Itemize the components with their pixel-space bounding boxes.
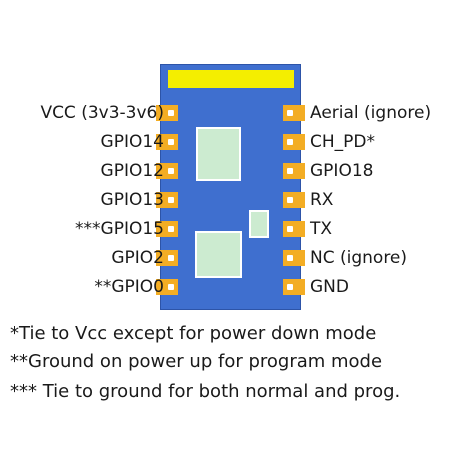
pad-left-6 [156,250,178,266]
flash-chip [195,231,242,278]
pad-right-5 [283,221,305,237]
pad-left-3 [156,163,178,179]
pin-label-nc: NC (ignore) [310,248,408,268]
pad-right-1 [283,105,305,121]
footnote-2: **Ground on power up for program mode [10,351,383,372]
pad-left-1 [156,105,178,121]
pad-left-2 [156,134,178,150]
pin-label-gnd: GND [310,277,349,297]
footnote-3: *** Tie to ground for both normal and pr… [10,381,401,402]
pin-label-aerial: Aerial (ignore) [310,103,432,123]
main-chip [196,127,241,181]
pad-left-7 [156,279,178,295]
pad-right-7 [283,279,305,295]
pad-left-5 [156,221,178,237]
pad-right-6 [283,250,305,266]
pad-left-4 [156,192,178,208]
pad-right-3 [283,163,305,179]
pin-label-gpio2: GPIO2 [111,248,164,268]
pin-label-vcc: VCC (3v3-3v6) [40,103,164,123]
pin-label-gpio14: GPIO14 [100,132,164,152]
pin-label-ch-pd: CH_PD* [310,132,375,152]
pin-label-gpio13: GPIO13 [100,190,164,210]
small-component [249,210,269,238]
antenna-strip [168,70,294,88]
pin-label-rx: RX [310,190,334,210]
pad-right-4 [283,192,305,208]
footnote-1: *Tie to Vcc except for power down mode [10,323,377,344]
pin-label-tx: TX [310,219,333,239]
pin-label-gpio18: GPIO18 [310,161,374,181]
pin-label-gpio12: GPIO12 [100,161,164,181]
pin-label-gpio0: **GPIO0 [94,277,164,297]
pad-right-2 [283,134,305,150]
pin-label-gpio15: ***GPIO15 [75,219,164,239]
